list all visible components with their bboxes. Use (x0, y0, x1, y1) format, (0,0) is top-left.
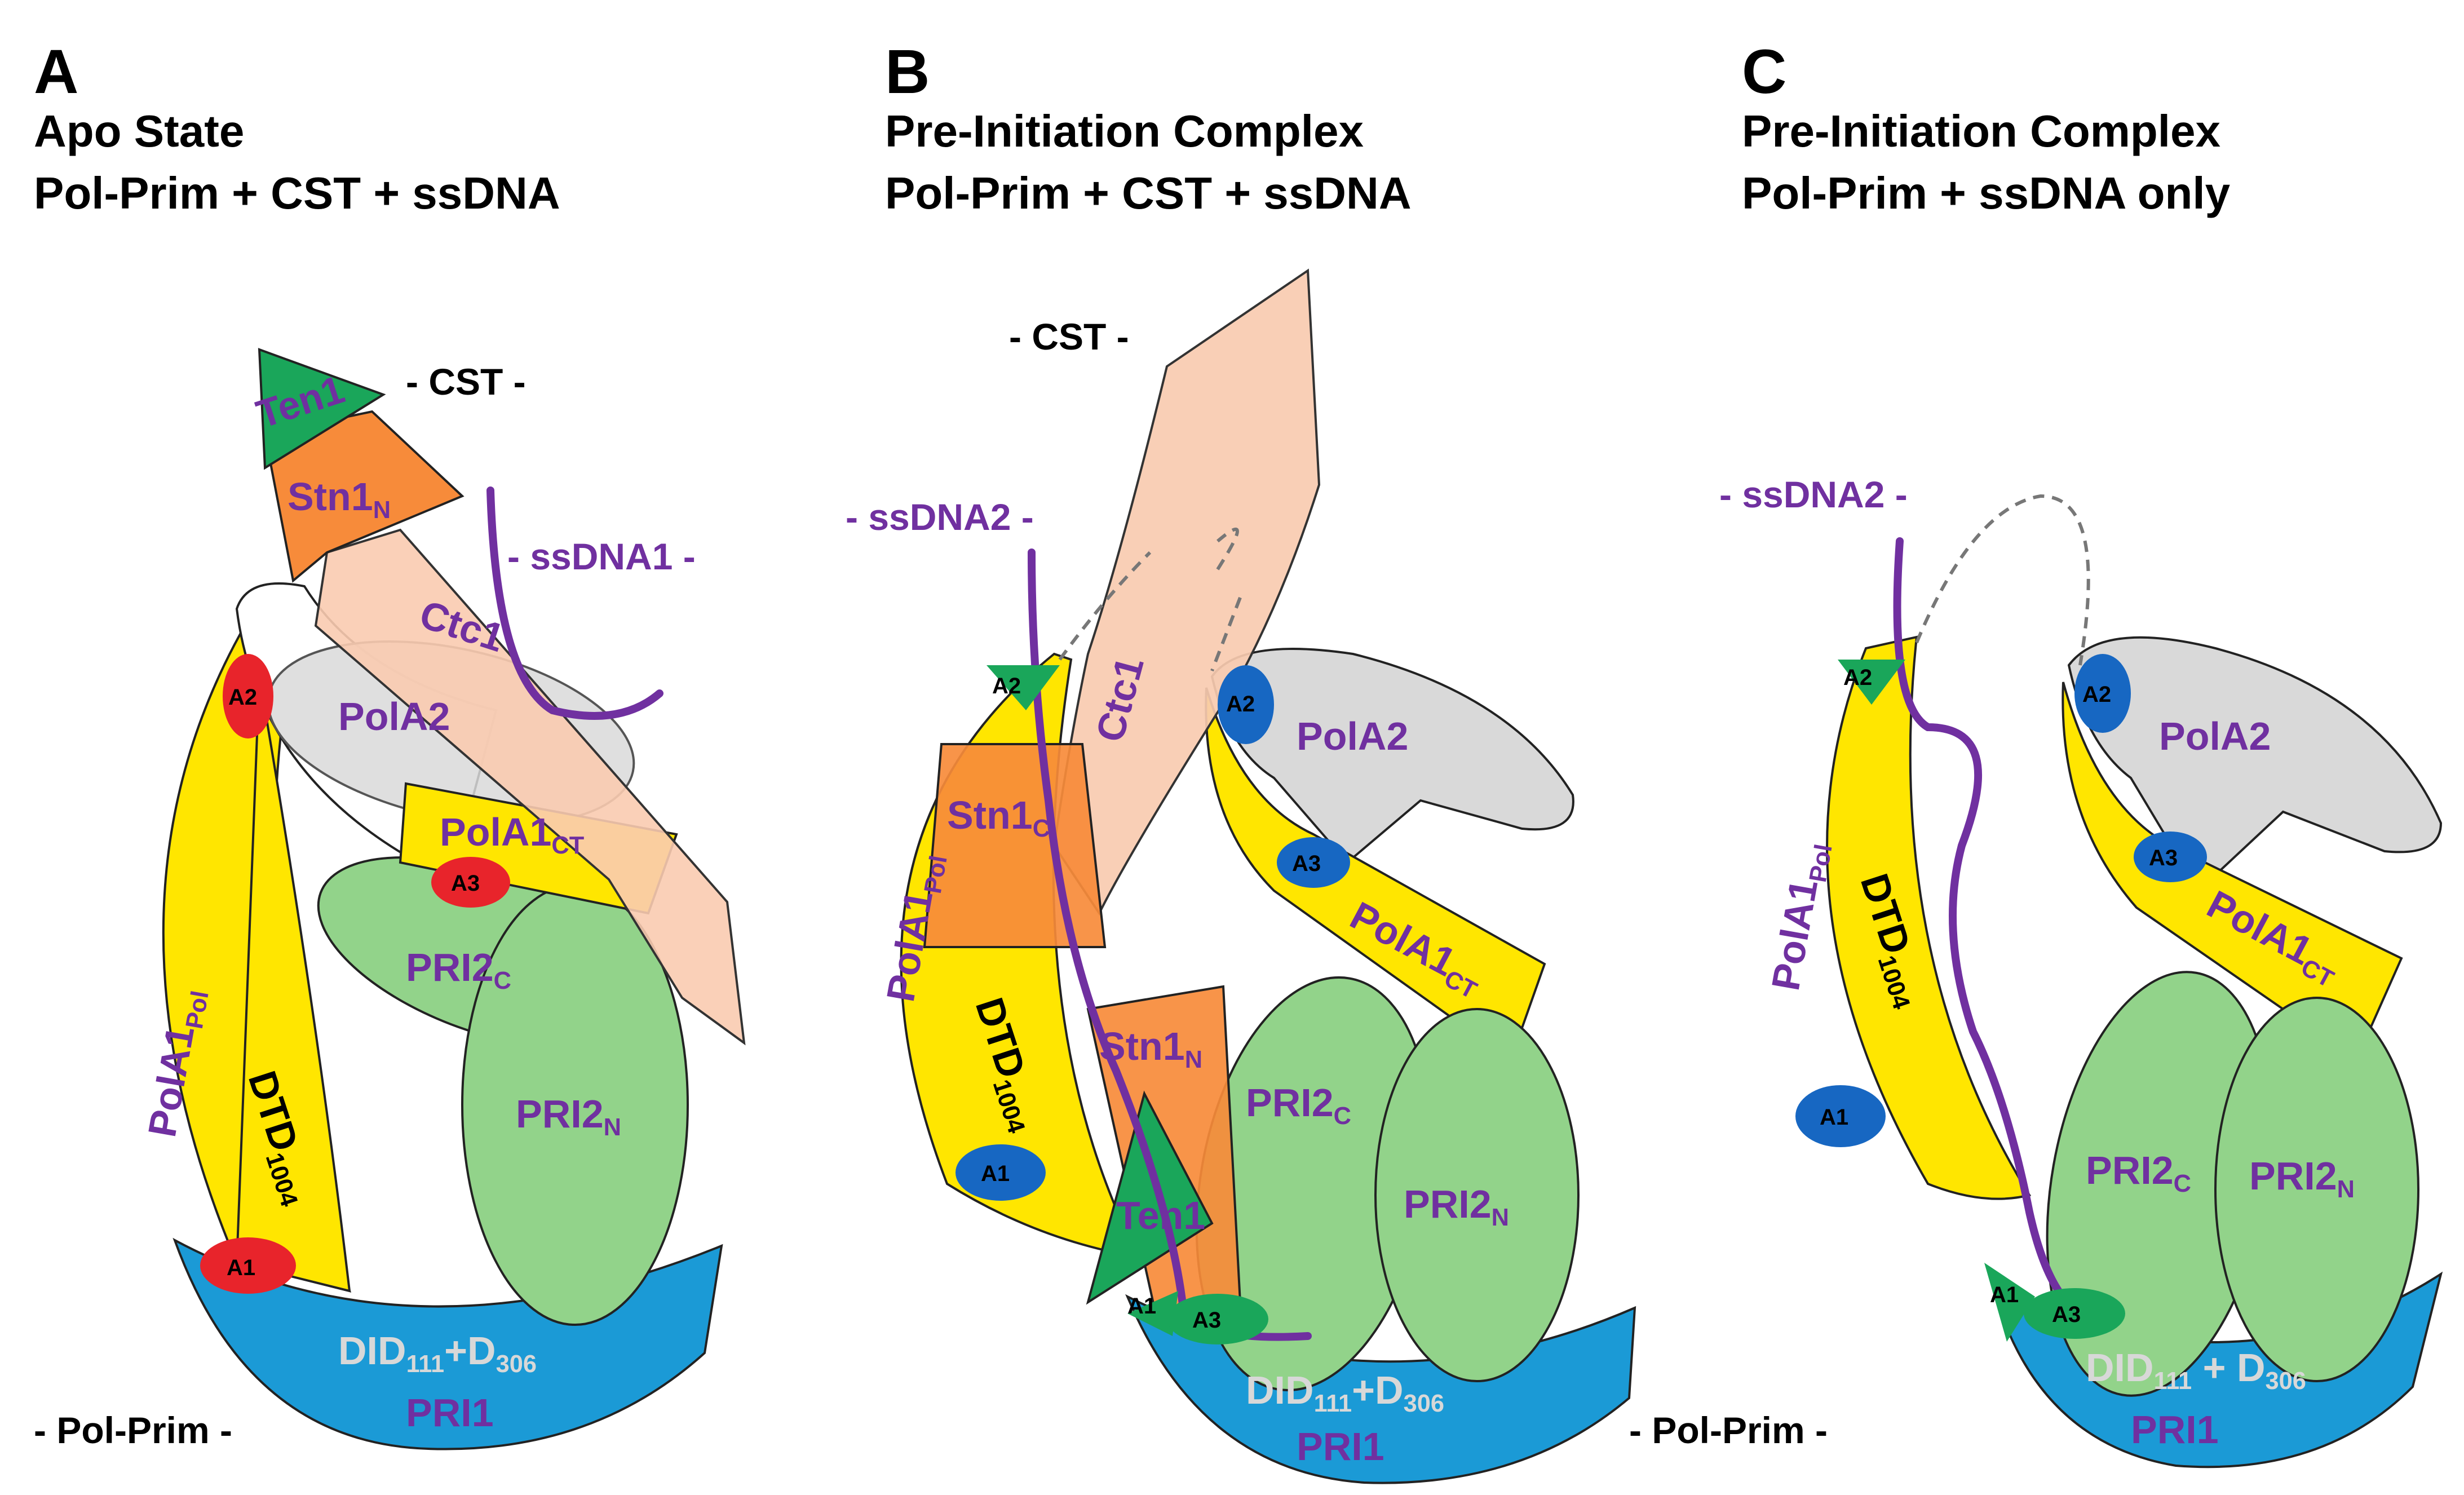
c-pola1ct-shape (2062, 682, 2403, 1062)
b-site-a2-blue-shape (1218, 665, 1274, 744)
c-pola2-label: PolA2 (2159, 714, 2271, 758)
a-ssdna-label: - ssDNA1 - (507, 536, 696, 577)
c-polprim-label: - Pol-Prim - (1629, 1409, 1828, 1451)
b-site-a2-shape (987, 665, 1060, 710)
b-pri2n-label: PRI2N (1404, 1182, 1509, 1231)
b-site-a1-blue-shape (955, 1144, 1046, 1201)
b-ten1-label: Ten1 (1116, 1193, 1205, 1237)
c-site-a3-blue-shape (2134, 831, 2207, 882)
panel-a-title-line1: Apo State (34, 106, 244, 156)
a-site-a2-label: A2 (228, 685, 257, 710)
c-site-a2-blue-shape (2074, 654, 2131, 733)
b-site-a3-green-shape (1167, 1294, 1268, 1344)
c-pola1pol-shape (1826, 635, 2032, 1200)
c-site-a2-shape (1838, 660, 1905, 705)
b-ten1-shape (1086, 1090, 1214, 1305)
a-pri1-label: PRI1 (406, 1391, 494, 1435)
c-ssdna-strand (1893, 537, 2101, 1323)
c-pri2c-label: PRI2C (2086, 1148, 2191, 1197)
b-pri2n-shape (1374, 1008, 1580, 1382)
c-site-a3-label: A3 (2149, 846, 2178, 870)
a-pola2-label: PolA2 (338, 695, 450, 738)
b-pola2-label: PolA2 (1297, 714, 1408, 758)
a-site-a3-label: A3 (451, 871, 480, 896)
c-site-a1-bottom-label: A1 (1990, 1282, 2019, 1307)
b-ssdna-label: - ssDNA2 - (846, 496, 1034, 538)
b-pri1-label: PRI1 (1297, 1425, 1384, 1469)
a-pri2n-label: PRI2N (516, 1092, 621, 1141)
a-ssdna-strand (486, 486, 663, 720)
a-did-label: DID111+D306 (338, 1329, 537, 1378)
b-site-a2-label: A2 (992, 674, 1021, 698)
b-site-a2-right-label: A2 (1226, 692, 1255, 716)
panel-a: A Apo State Pol-Prim + CST + ssDNA A2 (34, 37, 746, 1451)
panel-c: C Pre-Initiation Complex Pol-Prim + ssDN… (1629, 37, 2443, 1469)
c-site-a2-right-label: A2 (2082, 682, 2111, 707)
panel-b: B Pre-Initiation Complex Pol-Prim + CST … (846, 37, 1636, 1484)
a-stn1n-label: Stn1N (287, 475, 391, 524)
panel-b-title-line2: Pol-Prim + CST + ssDNA (885, 168, 1412, 218)
b-cst-label: - CST - (1009, 316, 1129, 357)
c-pola2-shape (2067, 636, 2443, 893)
c-site-a2-label: A2 (1843, 665, 1872, 690)
c-site-a1-blue-shape (1795, 1085, 1886, 1147)
b-pola2-shape (1210, 648, 1574, 864)
b-did-label: DID111+D306 (1246, 1368, 1444, 1417)
a-site-a1-label: A1 (227, 1255, 255, 1280)
c-site-a3-green-shape (2024, 1288, 2125, 1339)
c-site-a1-label: A1 (1820, 1105, 1848, 1130)
c-pri2n-label: PRI2N (2249, 1154, 2355, 1203)
a-cst-label: - CST - (406, 361, 526, 402)
a-polprim-label: - Pol-Prim - (34, 1409, 232, 1451)
b-site-a3-blue-shape (1277, 837, 1350, 888)
b-pri2c-label: PRI2C (1246, 1081, 1351, 1130)
b-site-a3-bottom-label: A3 (1192, 1308, 1221, 1333)
a-site-a2-shape (223, 654, 273, 738)
a-site-a3-shape (431, 857, 510, 908)
panel-c-title-line1: Pre-Initiation Complex (1742, 106, 2220, 156)
panel-b-title-line1: Pre-Initiation Complex (885, 106, 1364, 156)
a-site-a1-shape (200, 1237, 296, 1294)
b-site-a1-green-shape (1127, 1291, 1178, 1336)
a-stn1n-shape (263, 410, 465, 583)
c-pri1-label: PRI1 (2131, 1408, 2219, 1452)
c-ssdna-label: - ssDNA2 - (1719, 474, 1908, 515)
a-dtd-shape (235, 676, 351, 1293)
c-site-a1-green-shape (1984, 1263, 2035, 1342)
panel-c-title-line2: Pol-Prim + ssDNA only (1742, 168, 2231, 218)
b-pola1ct-shape (1205, 687, 1546, 1062)
panel-c-letter: C (1742, 37, 1786, 107)
b-site-a1-label: A1 (981, 1161, 1010, 1186)
c-dashed-linker (1915, 494, 2090, 666)
c-pola1pol-label: PolA1Pol (1763, 838, 1838, 994)
b-stn1c-shape (923, 743, 1107, 948)
panel-a-title-line2: Pol-Prim + CST + ssDNA (34, 168, 560, 218)
a-pola1ct-label: PolA1CT (440, 810, 585, 859)
b-site-a1-bottom-label: A1 (1127, 1294, 1156, 1319)
panel-b-letter: B (885, 37, 930, 107)
panel-a-letter: A (34, 37, 78, 107)
b-stn1n-label: Stn1N (1099, 1024, 1202, 1073)
b-dashed-linker (1058, 527, 1242, 672)
b-stn1c-label: Stn1C (947, 793, 1050, 842)
c-did-label: DID111 + D306 (2086, 1346, 2306, 1395)
a-ten1-shape (258, 348, 386, 470)
b-site-a3-label: A3 (1292, 851, 1321, 876)
c-pri2n-shape (2214, 997, 2419, 1382)
a-pri2c-label: PRI2C (406, 945, 511, 994)
a-ctc1-shape (314, 528, 746, 1046)
c-site-a3-bottom-label: A3 (2052, 1302, 2081, 1327)
